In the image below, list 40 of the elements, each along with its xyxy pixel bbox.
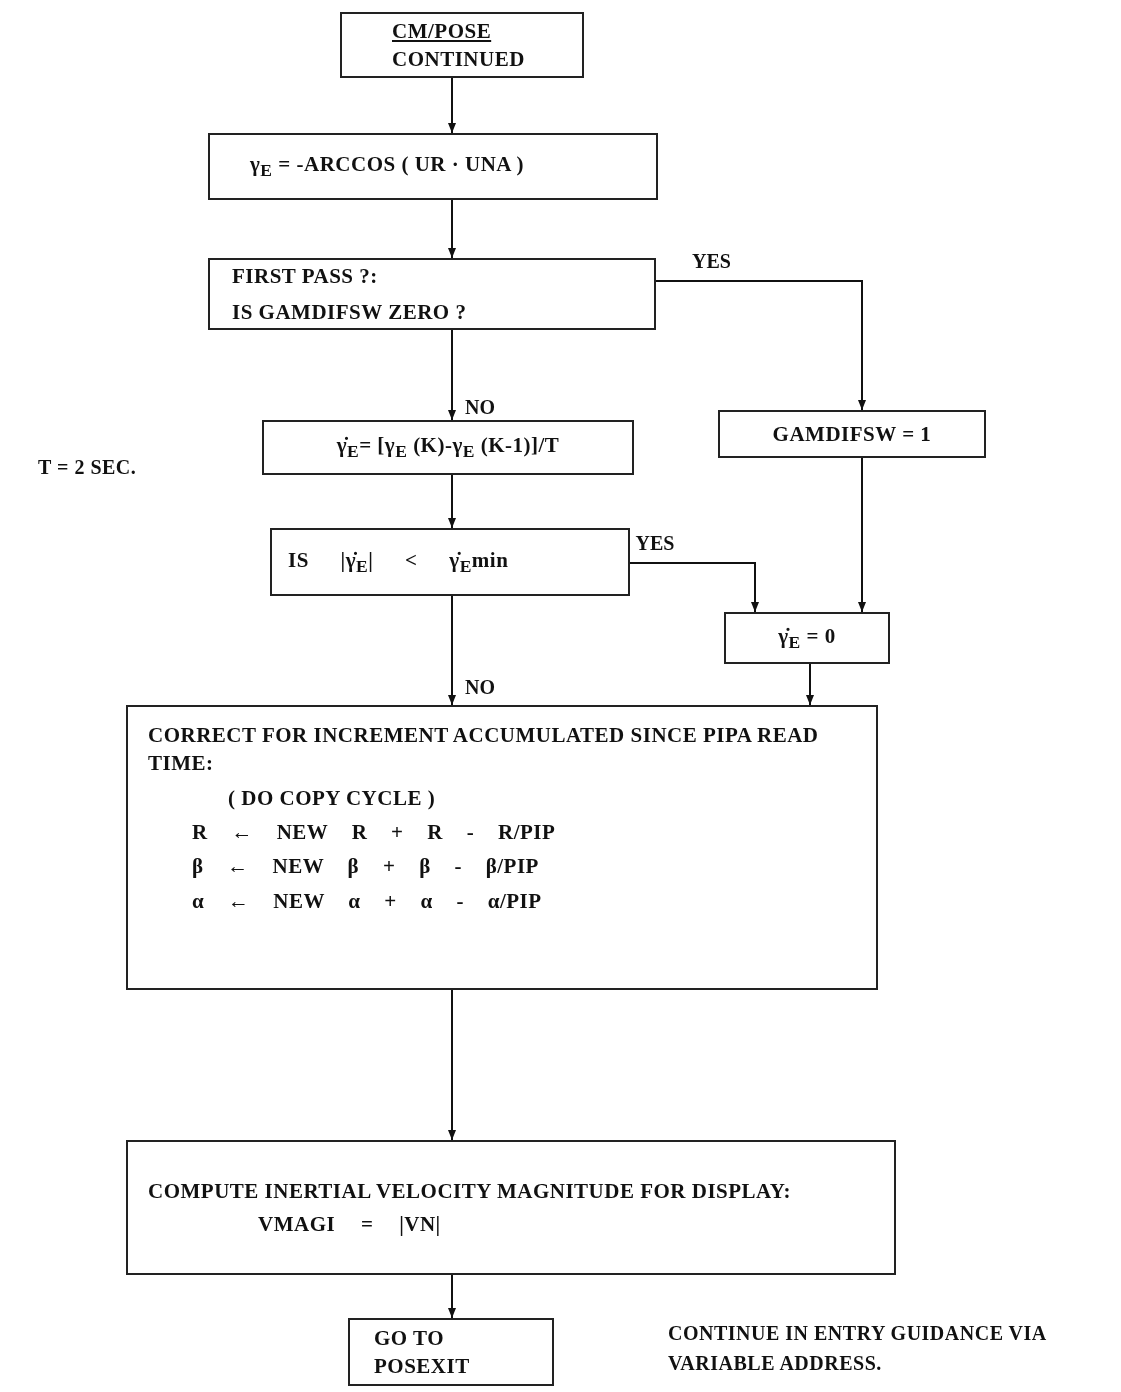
decision-box — [270, 528, 630, 596]
box-text: FIRST PASS ?: — [232, 262, 378, 290]
process-box — [718, 410, 986, 458]
decision-box — [208, 258, 656, 330]
arrow — [448, 77, 456, 134]
note-text: T = 2 SEC. — [38, 455, 138, 480]
note-text: CONTINUE IN ENTRY GUIDANCE VIA VARIABLE ADDRESS. — [668, 1321, 1047, 1376]
box-text: γ$_{E}$ = -ARCCOS ( UR · UNA ) — [250, 151, 525, 183]
box-text: α ← NEW α + α - α/PIP — [191, 887, 542, 915]
process-box — [340, 12, 584, 78]
arrow — [448, 595, 456, 706]
process-box — [348, 1318, 554, 1386]
box-text: GO TO POSEXIT — [374, 1324, 471, 1380]
box-text: COMPUTE INERTIAL VELOCITY MAGNITUDE FOR DISPLAY: — [148, 1178, 792, 1206]
box-text: IS |γ̇$_{E}$| < γ̇$_{E}$min — [288, 546, 509, 578]
box-text: CONTINUED — [392, 46, 525, 73]
arrow — [448, 989, 456, 1141]
box-text: VMAGI = |VN| — [257, 1210, 441, 1238]
box-text: GAMDIFSW = 1 — [772, 420, 932, 448]
box-text: γ̇$_{E}$ = 0 — [778, 622, 836, 654]
box-text: ( DO COPY CYCLE ) — [227, 784, 436, 812]
box-text: γ̇$_{E}$= [γ$_{E}$ (K)-γ$_{E}$ (K-1)]/T — [336, 432, 560, 464]
box-text: IS GAMDIFSW ZERO ? — [232, 299, 467, 326]
arrow — [448, 199, 456, 259]
box-text: CORRECT FOR INCREMENT ACCUMULATED SINCE PIPA READ TIME: — [148, 722, 820, 778]
process-box — [724, 612, 890, 664]
arrow — [858, 457, 866, 613]
process-box — [126, 705, 878, 990]
arrow — [448, 474, 456, 529]
arrow — [629, 562, 759, 613]
arrow — [806, 663, 814, 706]
arrow — [448, 329, 456, 421]
box-text: CM/POSE — [392, 17, 492, 45]
box-text: R ← NEW R + R - R/PIP — [191, 819, 556, 847]
process-box — [126, 1140, 896, 1275]
process-box — [262, 420, 634, 475]
process-box — [208, 133, 658, 200]
box-text: β ← NEW β + β - β/PIP — [191, 853, 539, 881]
arrow — [655, 280, 866, 411]
arrow — [448, 1274, 456, 1319]
